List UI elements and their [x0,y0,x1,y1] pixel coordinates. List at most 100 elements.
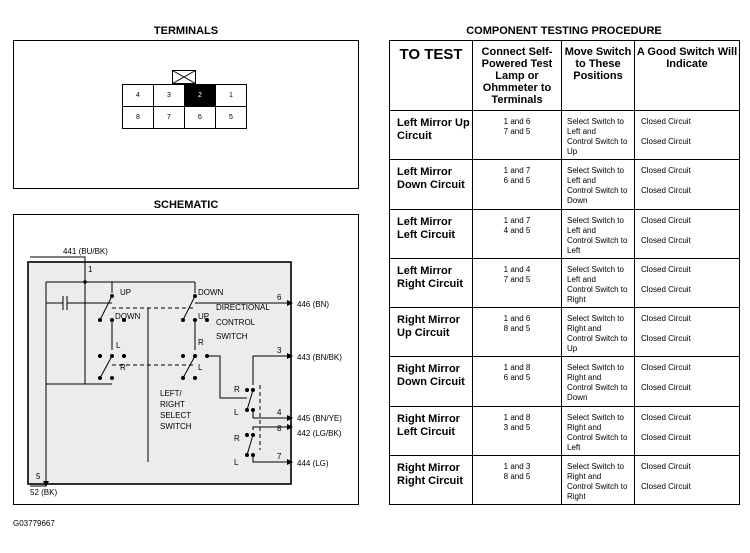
terminals-panel [13,40,359,189]
cell-to-test: Right Mirror Up Circuit [389,307,473,358]
header-to-test: TO TEST [389,40,473,111]
switch-label-r: R [198,338,204,347]
terminal-pair: 1 and 8 [503,363,531,373]
header-move: Move Switch to These Positions [561,40,635,111]
select-label-3: SELECT [160,411,191,420]
indication-result: Closed Circuit [641,334,691,344]
directional-label-2: CONTROL [216,318,256,327]
terminal-pair: 3 and 5 [503,422,531,432]
indication-result: Closed Circuit [641,215,691,225]
indication-result: Closed Circuit [641,462,691,472]
select-label-l: L [234,458,239,467]
connector-keyway-icon [172,70,196,84]
terminal-pair: 8 and 5 [503,472,531,482]
figure-id: G03779667 [13,519,55,528]
indication-result: Closed Circuit [641,117,691,126]
move-instruction: Select Switch to Left and [567,264,624,284]
indication-result: Closed Circuit [641,186,691,196]
schematic-title: SCHEMATIC [153,199,219,211]
indication-result: Closed Circuit [641,166,691,176]
terminal-pair: 1 and 7 [503,215,531,225]
indication-result: Closed Circuit [641,314,691,324]
wire-label-441: 441 (BU/BK) [63,247,108,256]
directional-label-3: SWITCH [216,332,248,341]
switch-label-up: UP [120,288,131,297]
select-label-r: R [234,434,240,443]
cell-to-test: Left Mirror Up Circuit [389,109,473,161]
terminal-pair: 6 and 5 [503,373,531,383]
switch-label-r: R [120,363,126,372]
cell-to-test: Right Mirror Left Circuit [389,405,473,457]
terminal-pair: 4 and 5 [503,225,531,235]
terminal-pair: 1 and 3 [503,462,531,472]
wire-441 [30,256,86,282]
cell-to-test: Left Mirror Right Circuit [389,257,473,309]
pin-label-8: 8 [277,424,282,433]
switch-label-l: L [198,363,203,372]
switch-label-down: DOWN [198,288,224,297]
move-instruction: Select Switch to Left and [567,117,624,136]
wire-label-446: 446 (BN) [297,300,329,309]
schematic-panel [13,214,359,505]
wire-label-445: 445 (BN/YE) [297,414,342,423]
pin-label-1: 1 [88,265,93,274]
move-instruction: Control Switch to Down [567,186,628,206]
procedure-table: TO TEST Connect Self-Powered Test Lamp o… [389,40,740,506]
terminal-row-bottom: 8 7 6 5 [122,106,247,129]
indication-result: Closed Circuit [641,412,691,422]
select-label-r: R [234,385,240,394]
pin-label-5: 5 [36,472,41,481]
switch-label-l: L [116,341,121,350]
move-instruction: Select Switch to Left and [567,166,624,186]
move-instruction: Select Switch to Right and [567,314,624,334]
switch-body [27,261,292,485]
terminal-pair: 1 and 7 [503,166,531,176]
terminals-title: TERMINALS [153,25,219,37]
move-instruction: Control Switch to Left [567,432,628,452]
cell-to-test: Right Mirror Down Circuit [389,356,473,407]
cell-to-test: Right Mirror Right Circuit [389,455,473,506]
indication-result: Closed Circuit [641,482,691,492]
cell-to-test: Left Mirror Down Circuit [389,159,473,210]
move-instruction: Control Switch to Right [567,284,628,304]
wire-label-442: 442 (LG/BK) [297,429,342,438]
pin-label-4: 4 [277,408,282,417]
terminal-pair: 1 and 6 [503,314,531,324]
select-label-1: LEFT/ [160,389,183,398]
move-instruction: Select Switch to Left and [567,215,624,235]
select-label-l: L [234,408,239,417]
terminal-cell: 8 [122,106,154,129]
wire-label-444: 444 (LG) [297,459,329,468]
wire-label-443: 443 (BN/BK) [297,353,342,362]
cell-to-test: Left Mirror Left Circuit [389,208,473,259]
indication-result: Closed Circuit [641,363,691,373]
select-label-4: SWITCH [160,422,192,431]
pin-label-6: 6 [277,293,282,302]
move-instruction: Control Switch to Left [567,235,628,255]
